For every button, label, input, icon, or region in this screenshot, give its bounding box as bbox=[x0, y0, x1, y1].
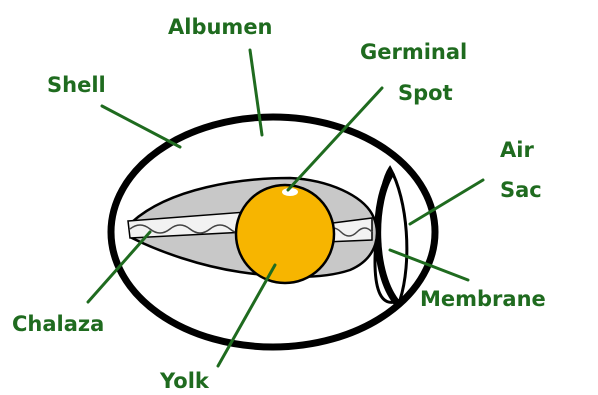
label-shell: Shell bbox=[47, 73, 106, 97]
label-air-line2: Sac bbox=[500, 178, 542, 202]
label-germinal-line2: Spot bbox=[398, 81, 453, 105]
label-air-line1: Air bbox=[500, 138, 534, 162]
label-membrane: Membrane bbox=[420, 287, 546, 311]
label-chalaza: Chalaza bbox=[12, 312, 104, 336]
label-germinal-line1: Germinal bbox=[360, 40, 467, 64]
label-albumen: Albumen bbox=[168, 15, 273, 39]
label-yolk: Yolk bbox=[160, 369, 209, 393]
yolk-circle bbox=[236, 185, 334, 283]
shell-leader bbox=[102, 106, 180, 147]
